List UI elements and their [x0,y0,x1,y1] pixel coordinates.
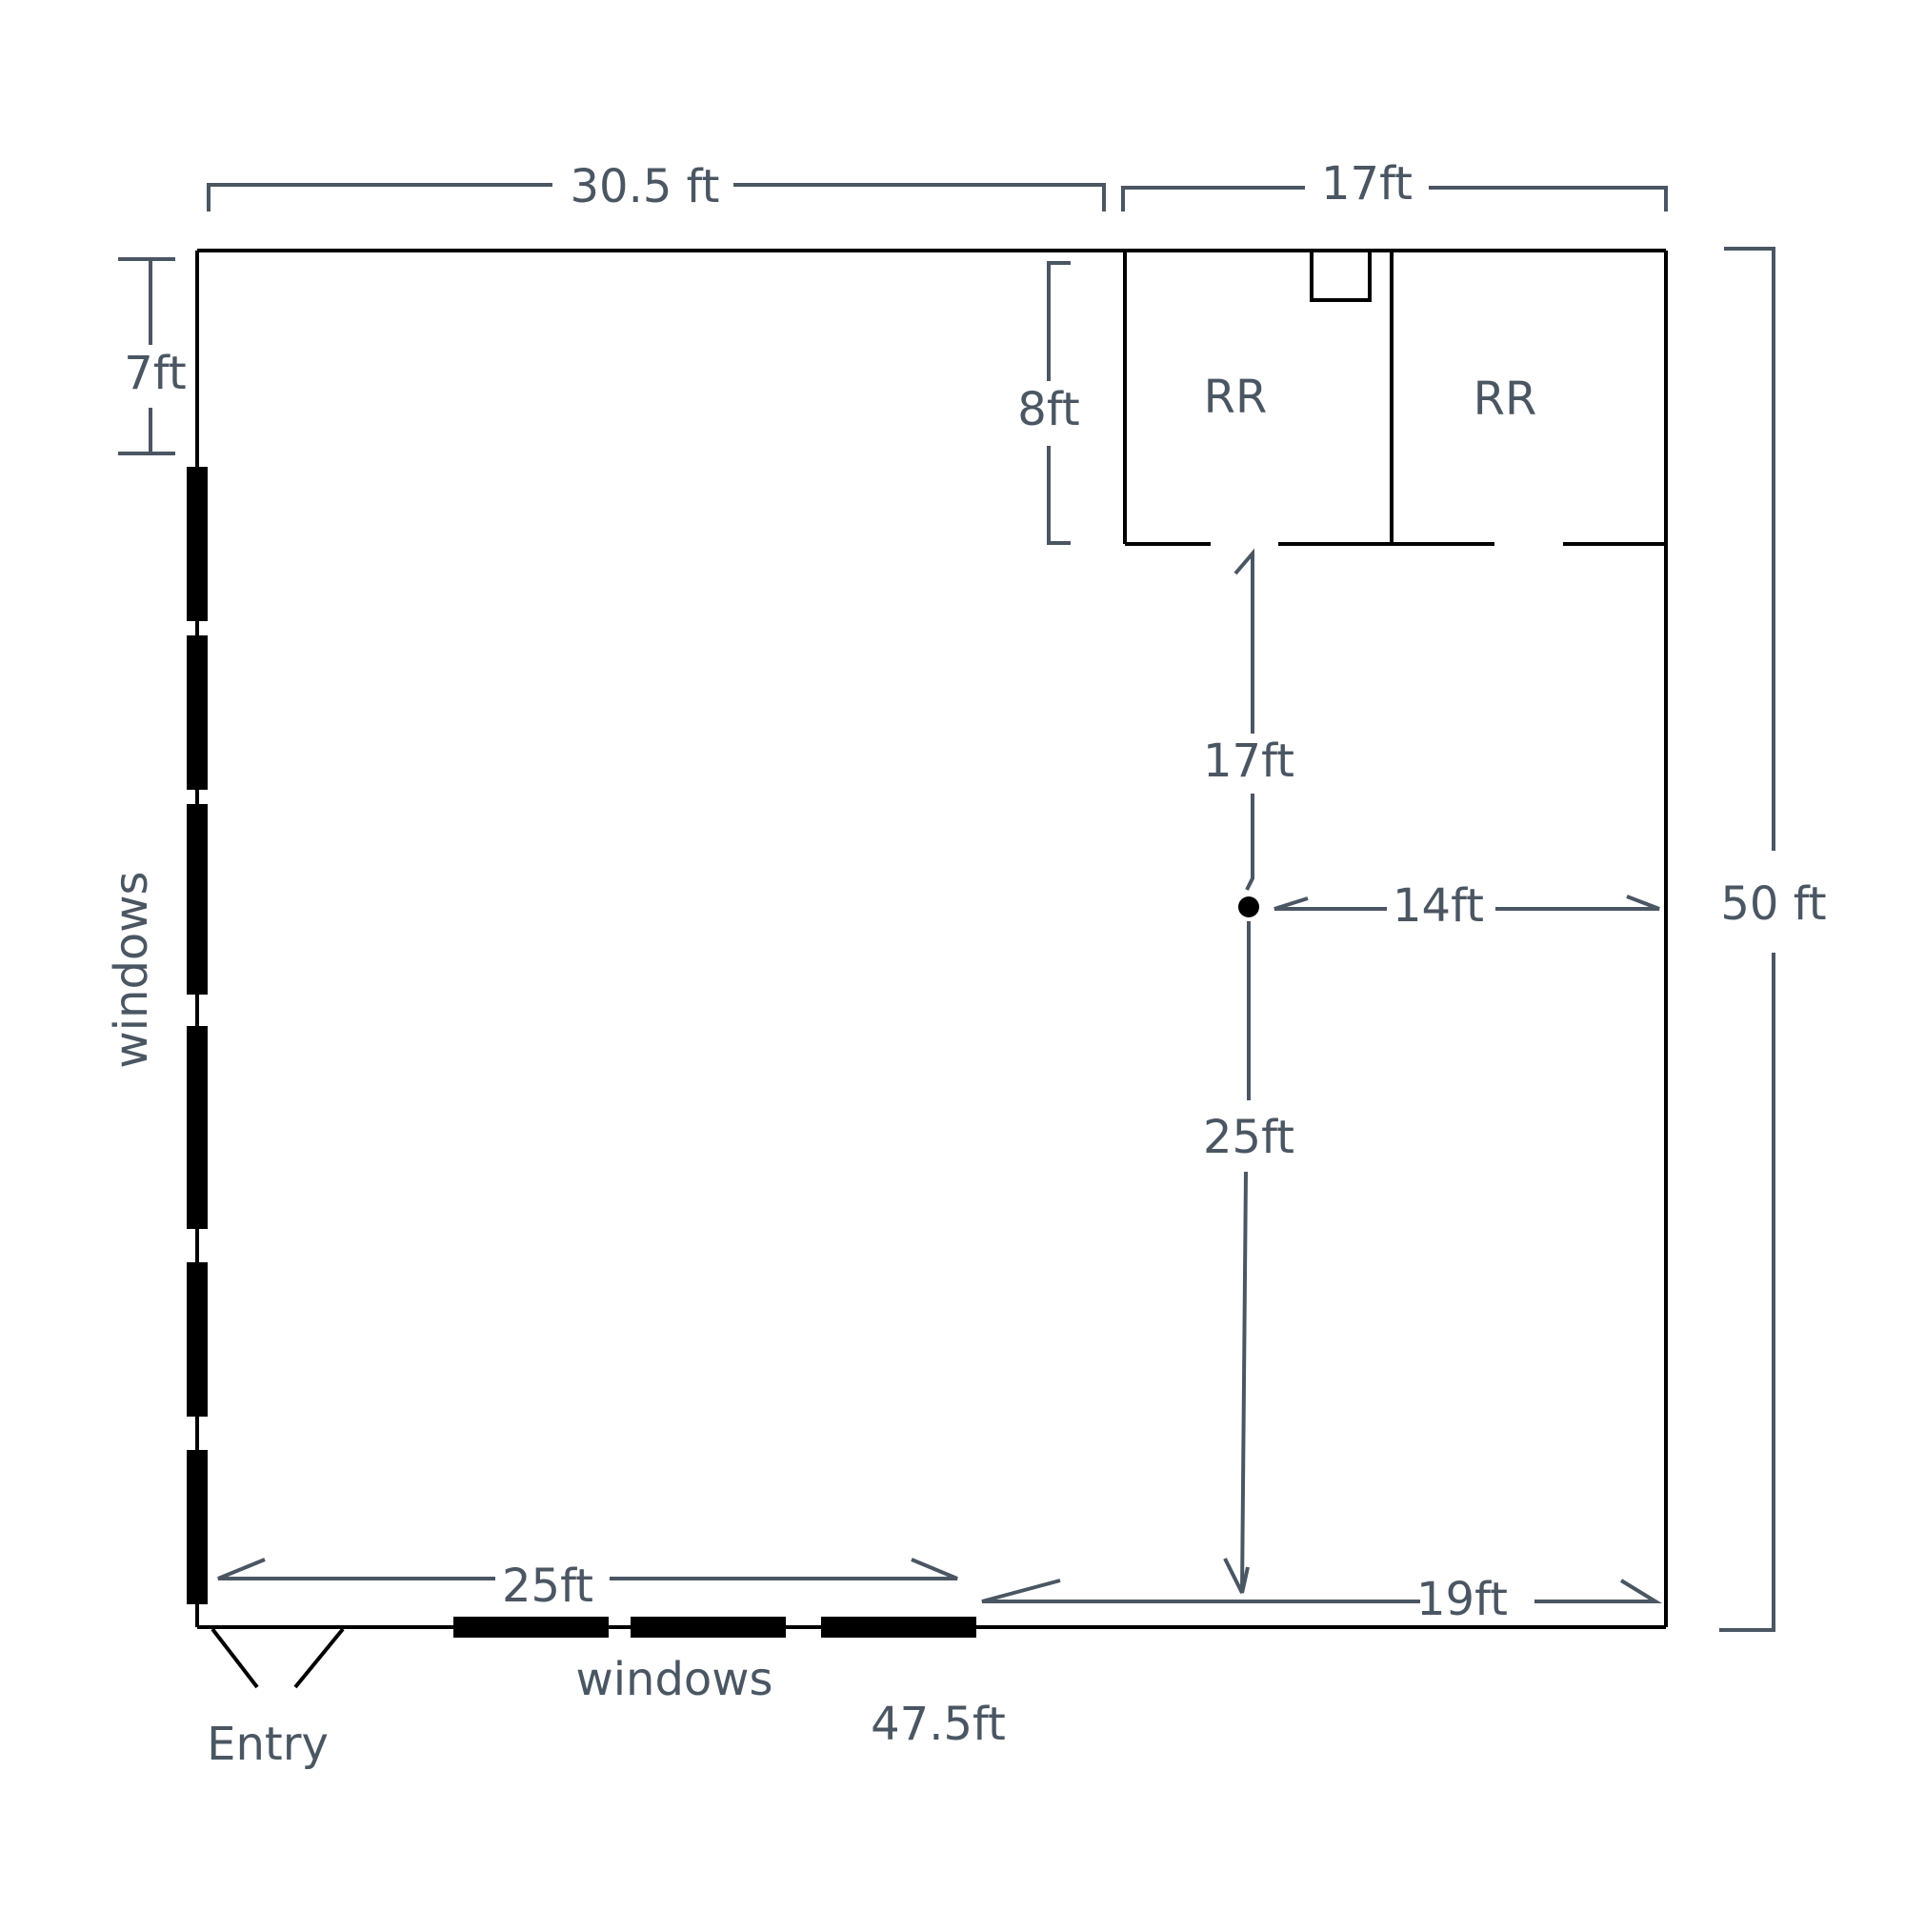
top-dimensions [207,183,1668,211]
dimension-17ft-arrow [1233,548,1254,891]
restroom-8ft-dimension [1047,261,1071,545]
left-windows [187,467,208,1604]
bottom-windows [453,1617,976,1638]
bottom-windows-label: windows [575,1653,772,1706]
left-top-height-label: 7ft [124,347,186,400]
outer-walls [195,249,1668,1629]
to-restroom-distance-label: 17ft [1203,735,1294,788]
restroom-walls [1123,249,1666,546]
restroom-depth-label: 8ft [1017,383,1079,436]
fixture-box [1310,249,1372,302]
restroom-1-label: RR [1204,371,1268,424]
dimension-19ft-arrow [981,1579,1663,1603]
top-right-width-label: 17ft [1321,157,1413,211]
right-50ft-dimension [1719,247,1775,1632]
dimension-25ft-vertical-arrow [1223,921,1251,1594]
bottom-right-span-label: 19ft [1416,1573,1508,1626]
left-7ft-dimension [118,257,175,455]
column-point [1238,896,1259,917]
bottom-left-span-label: 25ft [502,1560,593,1613]
entry-label: Entry [207,1718,329,1771]
total-width-label: 47.5ft [871,1698,1006,1751]
to-bottom-wall-label: 25ft [1203,1111,1294,1164]
entry-door [211,1627,345,1689]
dimension-25ft-horizontal-arrow [217,1558,958,1580]
total-height-label: 50 ft [1720,877,1826,931]
dimension-14ft-arrow [1273,895,1660,911]
left-windows-label: windows [105,871,158,1068]
restroom-2-label: RR [1474,372,1537,426]
to-right-wall-label: 14ft [1393,879,1484,933]
top-left-width-label: 30.5 ft [570,160,719,213]
